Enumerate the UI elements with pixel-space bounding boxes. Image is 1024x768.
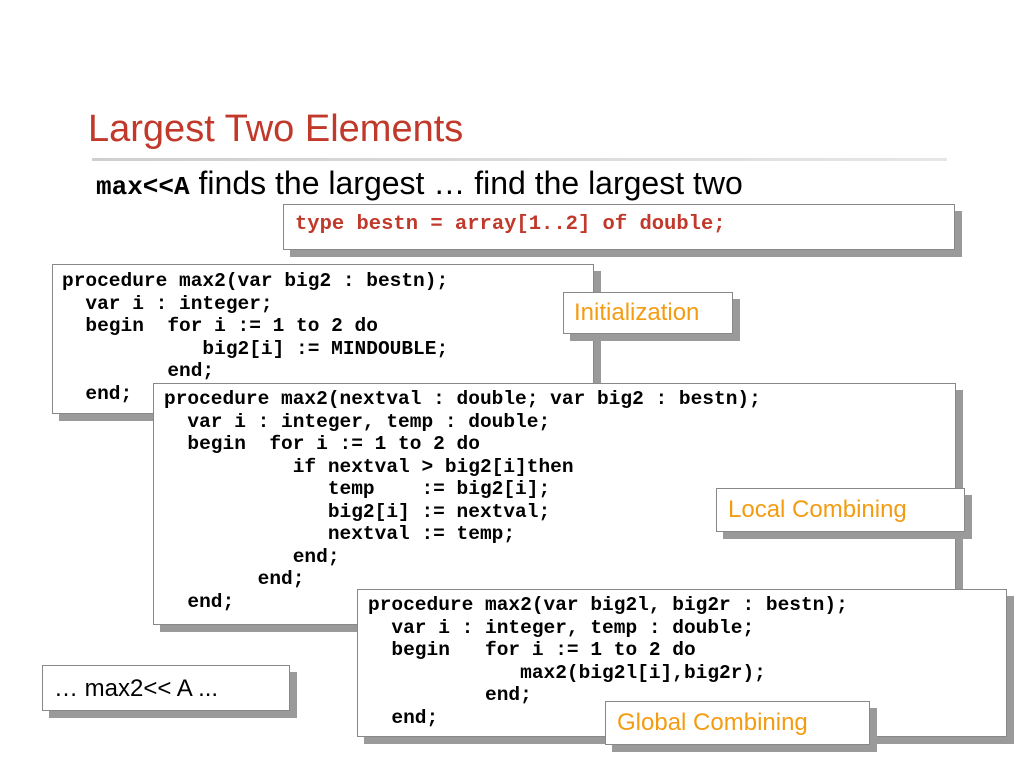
initialization-callout: Initialization (563, 292, 733, 334)
init-procedure-box: procedure max2(var big2 : bestn); var i … (52, 264, 594, 414)
global-combining-label: Global Combining (617, 709, 808, 736)
slide-subtitle: max<<A finds the largest … find the larg… (96, 165, 743, 203)
global-combining-callout: Global Combining (605, 701, 870, 745)
global-combining-code: procedure max2(var big2l, big2r : bestn)… (368, 594, 848, 729)
local-combining-label: Local Combining (728, 496, 907, 523)
slide-title: Largest Two Elements (88, 108, 464, 150)
local-combining-callout: Local Combining (716, 488, 965, 532)
subtitle-code: max<<A (96, 172, 190, 202)
title-underline (92, 158, 947, 161)
type-declaration-code: type bestn = array[1..2] of double; (295, 213, 726, 236)
reduce-expression-box: … max2<< A ... (42, 665, 290, 711)
initialization-label: Initialization (574, 299, 700, 326)
local-combining-code: procedure max2(nextval : double; var big… (164, 388, 761, 613)
init-procedure-code: procedure max2(var big2 : bestn); var i … (62, 270, 449, 405)
type-declaration-box: type bestn = array[1..2] of double; (283, 204, 955, 250)
subtitle-text: finds the largest … find the largest two (189, 165, 743, 201)
reduce-expression-label: … max2<< A ... (54, 675, 219, 702)
